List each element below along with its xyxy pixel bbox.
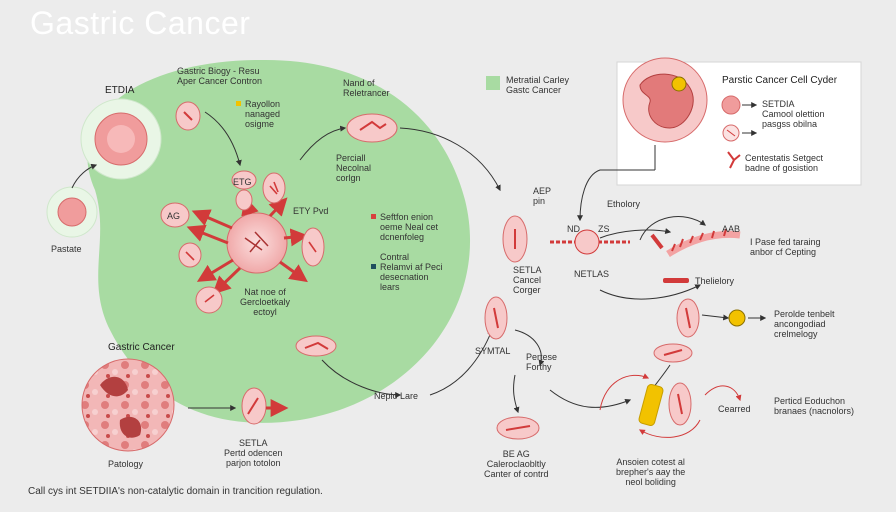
middle-legend-label: Metratial Carley Gastc Cancer <box>506 75 570 95</box>
yellow-rod <box>638 384 664 426</box>
etholory-label: Etholory <box>607 199 641 209</box>
prostate-cell <box>46 186 98 238</box>
aep-label: AEP pin <box>533 186 552 206</box>
perticd-label: Perticd Eoduchon branaes (nacnolors) <box>774 396 855 416</box>
right-legend-item-1: SETDIA Camool olettion pasgss obilna <box>762 99 825 129</box>
legend-icon-2 <box>722 124 758 142</box>
red-legend-dot <box>371 214 376 219</box>
patology-label: Patology <box>108 459 144 469</box>
fibre-segment <box>666 228 741 257</box>
contral-text: Contral Relamvi af Peci desecnation lear… <box>380 252 443 292</box>
middle-setla-label: SETLA Cancel Corger <box>513 265 542 295</box>
cell-mid-top <box>346 113 398 143</box>
cell-label-etg: ETG <box>233 177 252 187</box>
right-bottom-label: Ansoien cotest al brepher's aay the neol… <box>616 457 686 487</box>
page-title: Gastric Cancer <box>30 5 251 41</box>
cell-right-lower <box>668 382 692 426</box>
middle-legend-swatch <box>486 76 500 90</box>
left-top-label: Gastric Biogy - Resu Aper Cancer Contron <box>177 66 263 86</box>
press-label: I Pase fed taraing anbor cf Cepting <box>750 237 821 257</box>
right-legend-item-3: Centestatis Setgect badne of gosistion <box>745 153 824 173</box>
regulation-text: Rayollon nanaged osigme <box>245 99 281 129</box>
aab-label: AAB <box>722 224 741 234</box>
gastric-cancer-label: Gastric Cancer <box>108 342 175 353</box>
cell-mid-lower <box>295 335 337 357</box>
setla-left-label: SETLA Pertd odencen parjon totolon <box>224 438 283 468</box>
cearred-label: Cearred <box>718 404 751 414</box>
cell-middle-upper <box>502 215 528 263</box>
cell-right-upper <box>676 298 700 338</box>
gastric-tissue <box>81 358 175 452</box>
cell-top-small <box>175 101 201 131</box>
perolde-label: Perolde tenbelt ancongodiad crelmelogy <box>774 309 835 339</box>
prostate-label: Pastate <box>51 244 82 254</box>
center-bottom-label: Nat noe of Gercloetkaly ectoyl <box>240 287 291 317</box>
cell-label-ag-1: AG <box>167 211 181 221</box>
legend-icon-3 <box>727 151 741 169</box>
zs-label: ZS <box>598 224 610 234</box>
thyeolory-bar <box>663 278 689 283</box>
right-legend-title: Parstic Cancer Cell Cyder <box>722 75 838 86</box>
cell-right-mid <box>653 343 693 363</box>
nd-node <box>574 229 600 255</box>
nd-label: ND <box>567 224 580 234</box>
dark-legend-dot <box>371 264 376 269</box>
nepte-label: Neplo Lare <box>374 391 419 401</box>
yellow-legend-dot <box>236 101 241 106</box>
yellow-marker <box>728 309 746 327</box>
thyeolory-label: Thelielory <box>695 276 735 286</box>
ety-label: ETY Pvd <box>293 206 329 216</box>
central-cell <box>226 212 288 274</box>
etdia-cell <box>80 98 162 180</box>
cell-middle-bottom <box>496 416 540 440</box>
selection-text: Seftfon enion oeme Neal cet dcnenfoleg <box>380 212 439 242</box>
persial-text: Perciall Necolnal corlgn <box>336 153 372 183</box>
pertse-label: Pertese Forthy <box>526 352 558 372</box>
mid-top-label: Nand of Reletrancer <box>343 78 390 98</box>
cell-setla-left <box>241 387 267 425</box>
cell-middle-lower <box>484 296 508 340</box>
caption: Call cys int SETDIIA's non-catalytic dom… <box>28 486 323 497</box>
netlas-label: NETLAS <box>574 269 610 279</box>
middle-bottom-label: BE AG Caleroclaobltly Canter of contrd <box>484 449 549 479</box>
symtal-label: SYMTAL <box>475 346 511 356</box>
etdia-label: ETDIA <box>105 85 135 96</box>
legend-icon-1 <box>721 95 758 115</box>
stomach-icon <box>622 57 708 143</box>
